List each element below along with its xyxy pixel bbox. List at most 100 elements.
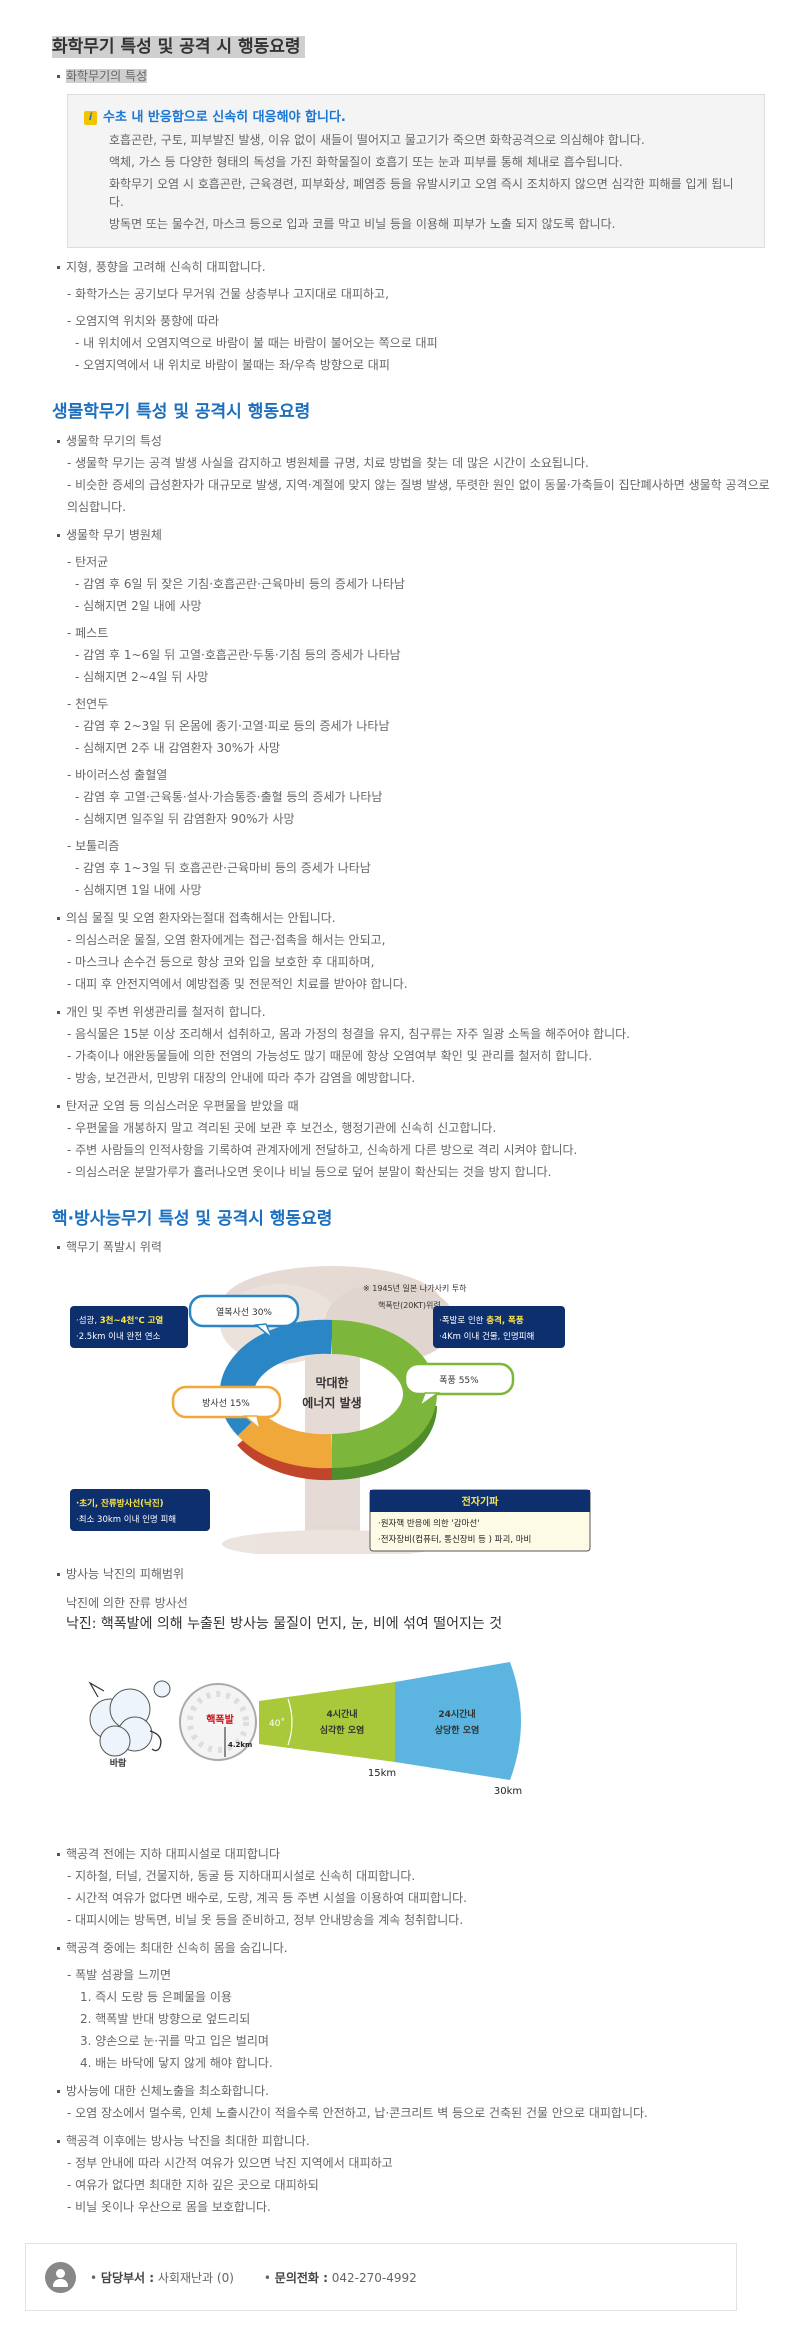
bio-title: 생물학무기 특성 및 공격시 행동요령: [52, 402, 311, 422]
bullet-heading: 지형, 풍향을 고려해 신속히 대피합니다.: [52, 256, 770, 278]
note-line-2: 핵폭탄(20KT)위력: [378, 1300, 441, 1310]
list-group: - 보툴리즘- 감염 후 1~3일 뒤 호흡곤란·근육마비 등의 증세가 나타남…: [52, 835, 770, 901]
bullet-block: 개인 및 주변 위생관리를 철저히 합니다. - 음식물은 15분 이상 조리해서…: [52, 1001, 770, 1089]
list-group: - 페스트 - 감염 후 1~6일 뒤 고열·호흡곤란·두통·기침 등의 증세가 …: [52, 622, 770, 688]
blast-info-highlight: 충격, 폭풍: [486, 1315, 524, 1326]
radiation-callout: 방사선 15%: [171, 1385, 282, 1432]
wind-cloud-icon: [88, 1680, 171, 1757]
angle-label: 40˚: [269, 1718, 285, 1729]
explosion-label: 핵폭발: [206, 1713, 234, 1726]
blast-info-line-1: ·폭발로 인한 충격, 폭풍: [439, 1315, 524, 1326]
bullet-block: 의심 물질 및 오염 환자와는절대 접촉해서는 안됩니다. - 의심스러운 물질,…: [52, 907, 770, 995]
group-label: - 페스트: [67, 626, 109, 640]
list-item: - 음식물은 15분 이상 조리해서 섭취하고, 몸과 가정의 청결을 유지, …: [67, 1027, 630, 1041]
numbered-item: 1. 즉시 도랑 등 은폐물을 이용: [80, 1990, 232, 2004]
bullet-heading: 탄저균 오염 등 의심스러운 우편물을 받았을 때: [52, 1095, 770, 1117]
emp-line-1: ·원자핵 반응에 의한 '감마선': [378, 1518, 480, 1529]
bio-blocks: 생물학 무기의 특성- 생물학 무기는 공격 발생 사실을 감지하고 병원체를 …: [52, 430, 770, 1183]
bullet-heading: 핵공격 중에는 최대한 신속히 몸을 숨깁니다.: [52, 1937, 770, 1959]
notice-line: 호흡곤란, 구토, 피부발진 발생, 이유 없이 새들이 떨어지고 물고기가 죽…: [109, 133, 645, 147]
zone-24h-line-2: 상당한 오염: [435, 1724, 480, 1736]
list-item: - 정부 안내에 따라 시간적 여유가 있으면 낙진 지역에서 대피하고: [67, 2156, 393, 2170]
list-item: - 주변 사람들의 인적사항을 기록하여 관계자에게 전달하고, 신속하게 다른…: [67, 1143, 578, 1157]
heat-info-line-1: ·섬광, 3천~4천℃ 고열: [76, 1315, 163, 1326]
list-item: - 감염 후 고열·근육통·설사·가슴통증·출혈 등의 증세가 나타남: [75, 790, 383, 804]
angle-arc: [287, 1698, 293, 1746]
user-icon: [45, 2261, 76, 2293]
list-item: - 의심스러운 물질, 오염 환자에게는 접근·접촉을 해서는 안되고,: [67, 933, 386, 947]
note-line-1: ※ 1945년 일본 나가사키 투하: [363, 1283, 467, 1293]
list-group: - 탄저균 - 감염 후 6일 뒤 잦은 기침·호흡곤란·근육마비 등의 증세가 …: [52, 551, 770, 617]
bullet-heading: 개인 및 주변 위생관리를 철저히 합니다.: [52, 1001, 770, 1023]
notice-line: 화학무기 오염 시 호흡곤란, 근육경련, 피부화상, 폐염증 등을 유발시키고…: [109, 177, 734, 209]
heat-label: 열복사선 30%: [216, 1307, 272, 1318]
list-item: - 내 위치에서 오염지역으로 바람이 불 때는 바람이 불어오는 쪽으로 대피: [75, 336, 438, 350]
list-item: - 가축이나 애완동물들에 의한 전염의 가능성도 많기 때문에 항상 오염여부…: [67, 1049, 593, 1063]
explosion-circle: [179, 1683, 257, 1761]
bullet-block: 지형, 풍향을 고려해 신속히 대피합니다. - 화학가스는 공기보다 무거워 건…: [52, 256, 770, 376]
phone-value: 042-270-4992: [331, 2270, 417, 2285]
bullet-block: 핵공격 전에는 지하 대피시설로 대피합니다- 지하철, 터널, 건물지하, 동…: [52, 1843, 770, 1931]
heat-info-prefix: ·섬광,: [76, 1315, 100, 1326]
zone-24h: [395, 1662, 521, 1780]
list-group: - 오염지역 위치와 풍향에 따라- 내 위치에서 오염지역으로 바람이 불 때…: [52, 310, 770, 376]
emp-info-box: 전자기파 ·원자핵 반응에 의한 '감마선' ·전자장비(컴퓨터, 통신장비 등…: [369, 1489, 591, 1552]
list-item: - 의심스러운 분말가루가 흘러나오면 옷이나 비닐 등으로 덮어 분말이 확산…: [67, 1165, 552, 1179]
list-item: - 심해지면 1일 내에 사망: [75, 883, 202, 897]
department-label: 담당부서 :: [100, 2270, 155, 2285]
blast-info-prefix: ·폭발로 인한: [439, 1315, 486, 1326]
list-item: - 지하철, 터널, 건물지하, 동굴 등 지하대피시설로 신속히 대피합니다.: [67, 1869, 416, 1883]
bullet-heading: 의심 물질 및 오염 환자와는절대 접촉해서는 안됩니다.: [52, 907, 770, 929]
group-label: - 탄저균: [67, 555, 109, 569]
list-item: - 감염 후 1~6일 뒤 고열·호흡곤란·두통·기침 등의 증세가 나타남: [75, 648, 401, 662]
center-text-1: 막대한: [315, 1375, 348, 1390]
radiation-label: 방사선 15%: [202, 1398, 250, 1409]
group-label: - 폭발 섬광을 느끼면: [67, 1968, 172, 1982]
list-item: - 오염 장소에서 멀수록, 인체 노출시간이 적을수록 안전하고, 납·콘크리…: [67, 2106, 648, 2120]
list-group: - 바이러스성 출혈열- 감염 후 고열·근육통·설사·가슴통증·출혈 등의 증…: [52, 764, 770, 830]
department-info: • 담당부서 : 사회재난과 (0): [90, 2270, 234, 2285]
list-item: - 심해지면 2일 내에 사망: [75, 599, 202, 613]
bullet-block: 핵공격 중에는 최대한 신속히 몸을 숨깁니다. - 폭발 섬광을 느끼면 1. 즉…: [52, 1937, 770, 2074]
radiation-info-line-2: ·최소 30km 이내 인명 피해: [76, 1514, 176, 1525]
notice-heading: 수초 내 반응함으로 신속히 대응해야 합니다.: [103, 110, 346, 125]
list-item: - 감염 후 2~3일 뒤 온몸에 종기·고열·피로 등의 증세가 나타남: [75, 719, 390, 733]
list-item: - 감염 후 1~3일 뒤 호흡곤란·근육마비 등의 증세가 나타남: [75, 861, 371, 875]
heat-info-highlight: 3천~4천℃ 고열: [100, 1315, 164, 1326]
blast-label: 폭풍 55%: [439, 1375, 479, 1386]
bullet-block: 탄저균 오염 등 의심스러운 우편물을 받았을 때- 우편물을 개봉하지 말고 …: [52, 1095, 770, 1183]
emp-line-2: ·전자장비(컴퓨터, 통신장비 등 ) 파괴, 마비: [378, 1534, 531, 1545]
zone-4h-line-2: 심각한 오염: [320, 1724, 365, 1736]
info-icon: i: [84, 111, 97, 125]
phone-label: 문의전화 :: [274, 2270, 328, 2285]
chemical-subtitle-text: 화학무기의 특성: [66, 69, 148, 83]
fallout-bullet: 방사능 낙진의 피해범위: [52, 1563, 770, 1585]
power-bullet: 핵무기 폭발시 위력: [52, 1236, 770, 1258]
blast-info-box: ·폭발로 인한 충격, 폭풍 ·4Km 이내 건물, 인명피해: [433, 1306, 565, 1348]
chemical-section: 화학무기 특성 및 공격 시 행동요령 화학무기의 특성 i 수초 내 반응함으…: [52, 36, 770, 376]
list-item: - 오염지역에서 내 위치로 바람이 불때는 좌/우측 방향으로 대피: [75, 358, 390, 372]
group-label: - 화학가스는 공기보다 무거워 건물 상층부나 고지대로 대피하고,: [67, 287, 389, 301]
notice-heading-row: i 수초 내 반응함으로 신속히 대응해야 합니다.: [84, 107, 744, 129]
department-value: 사회재난과 (0): [157, 2270, 234, 2285]
radiation-info-box: ·초기, 잔류방사선(낙진) ·최소 30km 이내 인명 피해: [70, 1489, 210, 1531]
list-item: - 여유가 없다면 최대한 지하 깊은 곳으로 대피하되: [67, 2178, 319, 2192]
notice-line: 액체, 가스 등 다양한 형태의 독성을 가진 화학물질이 호흡기 또는 눈과 …: [109, 155, 623, 169]
wind-label: 바람: [110, 1757, 127, 1769]
content: 화학무기 특성 및 공격 시 행동요령 화학무기의 특성 i 수초 내 반응함으…: [25, 36, 770, 2311]
fallout-caption-1: 낙진에 의한 잔류 방사선: [66, 1596, 188, 1610]
list-group: - 화학가스는 공기보다 무거워 건물 상층부나 고지대로 대피하고,: [52, 283, 770, 305]
list-item: - 방송, 보건관서, 민방위 대장의 안내에 따라 추가 감염을 예방합니다.: [67, 1071, 416, 1085]
chemical-blocks: 지형, 풍향을 고려해 신속히 대피합니다. - 화학가스는 공기보다 무거워 건…: [52, 256, 770, 376]
bullet-heading: 생물학 무기의 특성: [52, 430, 770, 452]
list-item: - 감염 후 6일 뒤 잦은 기침·호흡곤란·근육마비 등의 증세가 나타남: [75, 577, 405, 591]
bio-section: 생물학무기 특성 및 공격시 행동요령 생물학 무기의 특성- 생물학 무기는 …: [52, 400, 770, 1183]
chemical-subtitle: 화학무기의 특성: [52, 65, 770, 87]
heat-callout: 열복사선 30%: [188, 1294, 300, 1339]
numbered-item: 2. 핵폭발 반대 방향으로 엎드리되: [80, 2012, 251, 2026]
numbered-item: 4. 배는 바닥에 닿지 않게 해야 합니다.: [80, 2056, 273, 2070]
list-group: - 폭발 섬광을 느끼면 1. 즉시 도랑 등 은폐물을 이용 2. 핵폭발 반대 …: [52, 1964, 770, 2074]
center-text-2: 에너지 발생: [302, 1395, 361, 1410]
emp-title: 전자기파: [462, 1495, 500, 1508]
distance-30km: 30km: [494, 1786, 522, 1797]
